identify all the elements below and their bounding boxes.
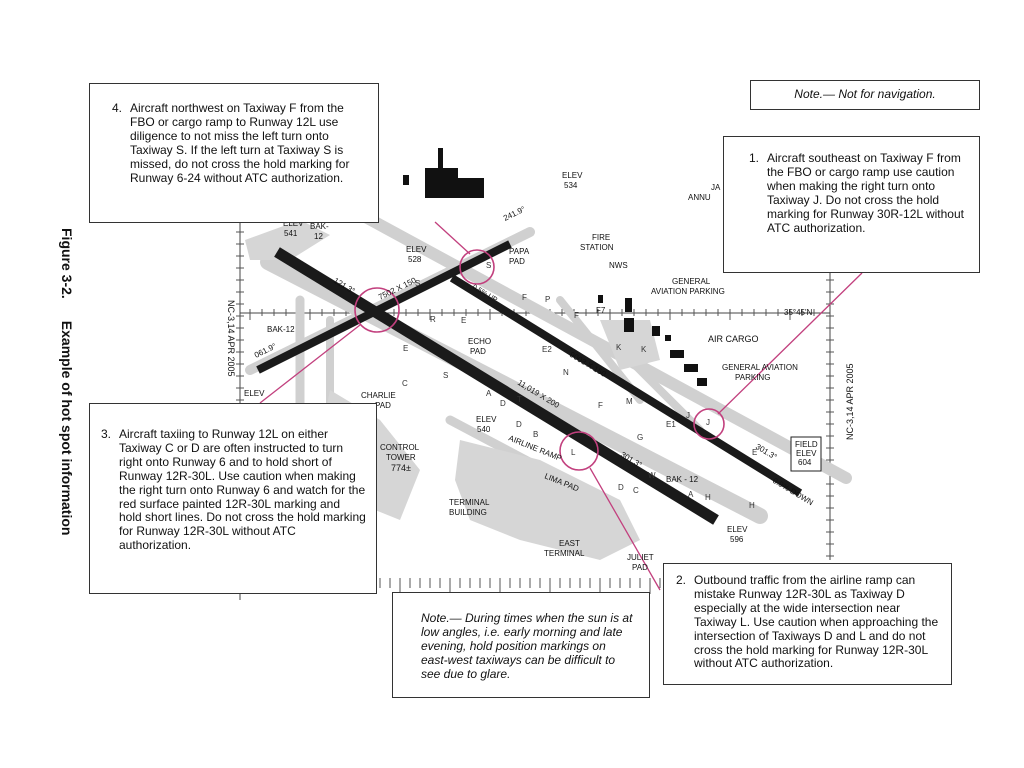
callout-text: Outbound traffic from the airline ramp c… (694, 573, 939, 671)
leader-2 (589, 467, 661, 591)
taxiway-letter: E1 (666, 420, 676, 429)
runway-6-24 (256, 240, 512, 374)
taxiway-letter: D (500, 399, 506, 408)
taxiway-letter: J (706, 418, 710, 427)
label-chart-date-right: NC-3,14 APR 2005 (845, 363, 855, 440)
callout-number: 3. (101, 427, 112, 441)
taxiway-letter: A (688, 490, 694, 499)
taxiway-letter: F (598, 401, 603, 410)
note-not-for-navigation: Note.— Not for navigation. (750, 80, 980, 110)
taxiway-letter: J (686, 411, 690, 420)
label-chart-date-left: NC-3,14 APR 2005 (226, 300, 236, 377)
taxiway-letter: C (402, 379, 408, 388)
figure-caption: Figure 3-2. Example of hot spot informat… (55, 228, 75, 568)
label-elev-left: ELEV (244, 389, 265, 398)
label-bak12-top: BAK-12 (310, 222, 329, 241)
taxiway-letter: S (415, 279, 420, 288)
label-latitude: 35°45'N (784, 308, 813, 317)
label-grade-down: 0.9% DOWN (771, 476, 815, 507)
taxiway-letter: E (752, 448, 757, 457)
hot-spot-1 (693, 408, 725, 440)
hot-spot-callout-4: 4. Aircraft northwest on Taxiway F from … (89, 83, 379, 223)
hot-spot-callout-2: 2. Outbound traffic from the airline ram… (663, 563, 952, 685)
runway-12r-30l (274, 247, 719, 525)
callout-number: 2. (676, 573, 687, 587)
taxiway-letter: R (430, 315, 436, 324)
taxiway-letter: H (705, 493, 711, 502)
taxiway-letter: C (633, 486, 639, 495)
callout-text: Aircraft southeast on Taxiway F from the… (767, 151, 964, 235)
taxiway-letter: L (571, 448, 576, 457)
taxiway-letter: H (749, 501, 755, 510)
callout-number: 4. (112, 101, 123, 115)
label-bak12-left: BAK-12 (267, 325, 295, 334)
taxiway-letter: N (563, 368, 569, 377)
taxiway-letter: S (486, 261, 491, 270)
figure-number: Figure 3-2. (59, 228, 75, 299)
hot-spot-circles (354, 249, 725, 471)
field-elev-box (790, 436, 822, 472)
leader-1 (717, 272, 863, 415)
hot-spot-callout-1: 1. Aircraft southeast on Taxiway F from … (723, 136, 980, 273)
taxiway-letter: D (516, 420, 522, 429)
hot-spot-3 (354, 287, 400, 333)
taxiway-letter: B (533, 430, 538, 439)
buildings (403, 148, 707, 386)
taxiway-letter: E (403, 344, 408, 353)
callout-leaders (259, 221, 863, 591)
label-bak12-right: BAK - 12 (666, 475, 699, 484)
hot-spot-4 (459, 249, 495, 285)
taxiway-letter: E (461, 316, 466, 325)
hot-spot-2 (559, 431, 599, 471)
taxiway-letter: K (616, 343, 622, 352)
figure-title: Example of hot spot information (59, 320, 75, 536)
hot-spot-callout-3: 3. Aircraft taxiing to Runway 12L on eit… (89, 403, 377, 594)
runway-12l-30r (449, 274, 803, 497)
label-air-cargo: AIR CARGO (708, 334, 759, 344)
leader-3 (259, 324, 361, 404)
taxiway-letter: E2 (542, 345, 552, 354)
leader-4 (434, 221, 471, 255)
note-not-for-navigation-text: Note.— Not for navigation. (794, 87, 936, 102)
callout-text: Aircraft taxiing to Runway 12L on either… (119, 427, 366, 553)
label-nws: NWS (609, 261, 628, 270)
taxiway-letter: P (545, 295, 550, 304)
taxiway-letter: M (626, 397, 633, 406)
note-sun-glare: Note.— During times when the sun is at l… (392, 592, 650, 698)
taxiway-letter: D (618, 483, 624, 492)
taxiway-letter: W (648, 471, 656, 480)
taxiway-letter: T (517, 395, 522, 404)
taxiway-letter: F (522, 293, 527, 302)
callout-number: 1. (749, 151, 760, 165)
taxiway-letter: K (641, 345, 647, 354)
taxiway-letter: G (637, 433, 643, 442)
label-hdg-241: 241.9° (502, 205, 527, 223)
label-f7: F7 (596, 306, 606, 315)
runways (256, 240, 803, 525)
taxiway-letter: A (486, 389, 492, 398)
callout-text: Aircraft northwest on Taxiway F from the… (130, 101, 350, 185)
taxiway-letter: S (443, 371, 448, 380)
note-sun-glare-text: Note.— During times when the sun is at l… (421, 611, 633, 681)
taxiway-letter: F (574, 311, 579, 320)
